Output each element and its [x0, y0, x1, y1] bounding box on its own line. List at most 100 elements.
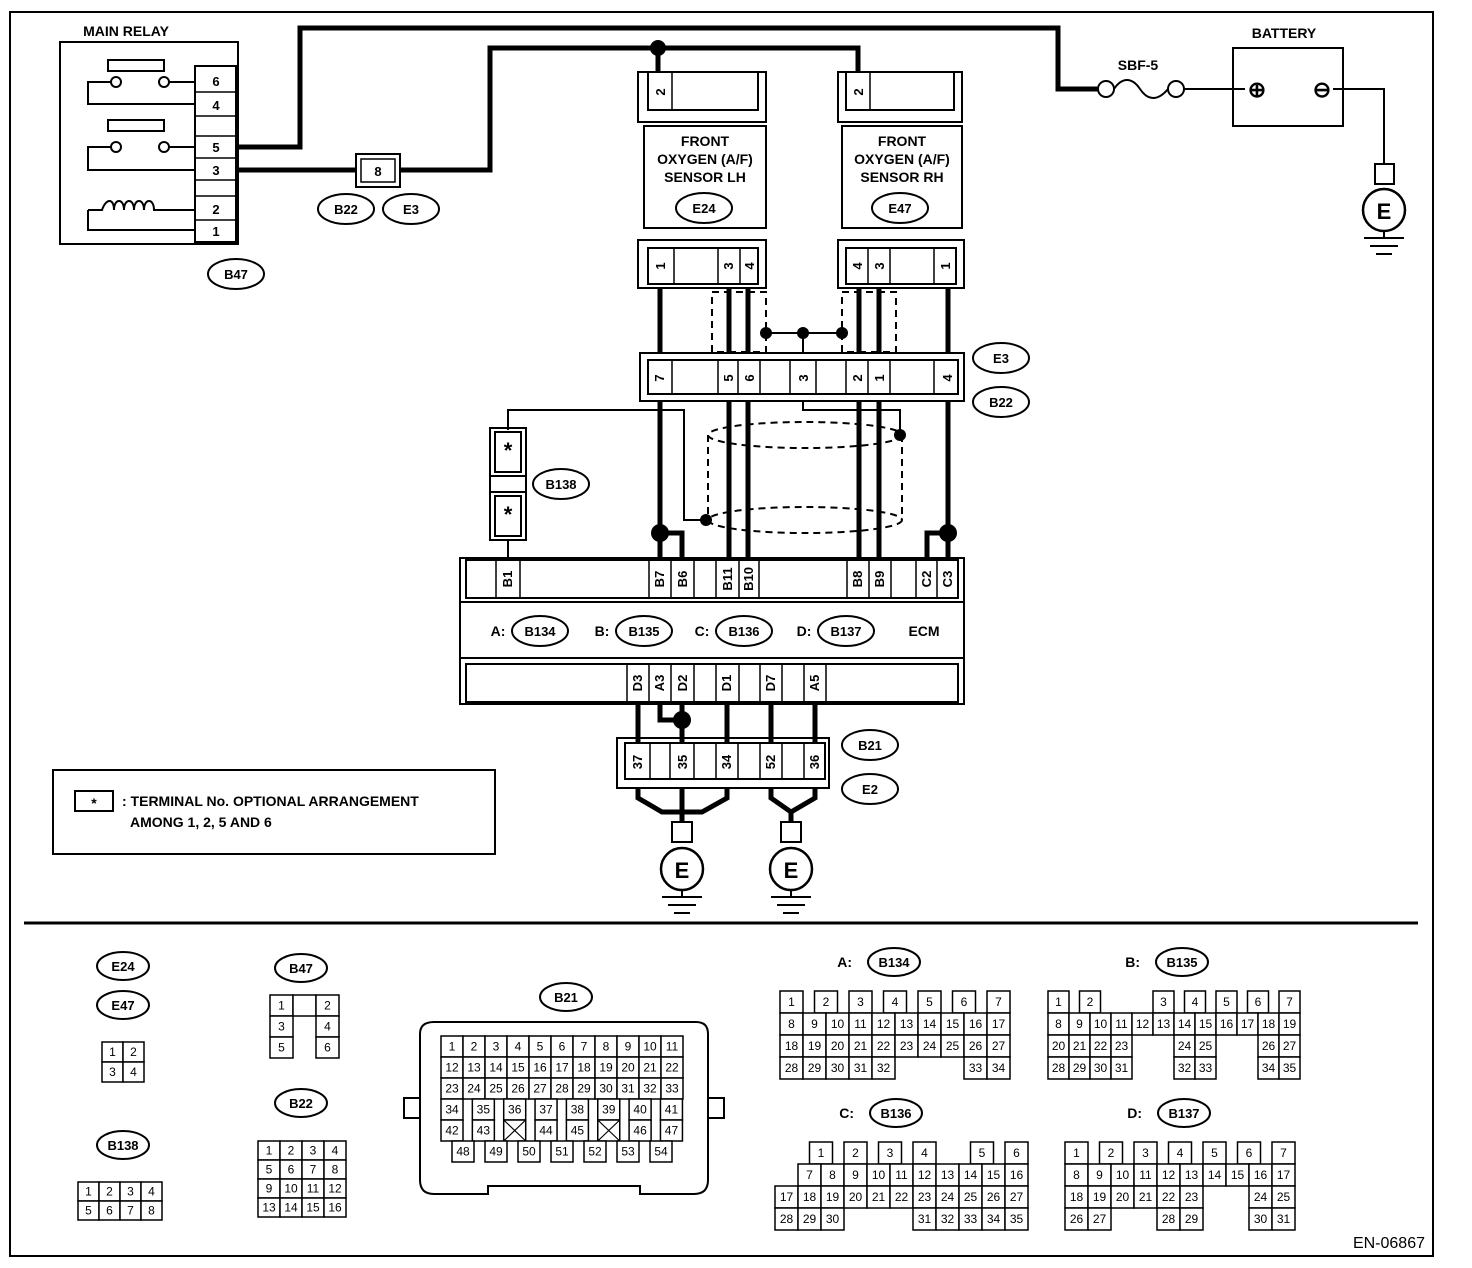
- terminal-number: 12: [445, 1061, 459, 1075]
- terminal-number: 10: [1116, 1168, 1130, 1182]
- terminal-number: 16: [969, 1017, 983, 1031]
- ground-icon: E: [1377, 199, 1392, 224]
- terminal-number: 8: [148, 1204, 155, 1218]
- terminal-number: 14: [1178, 1017, 1192, 1031]
- ecm-top-pin: B11: [720, 567, 735, 590]
- terminal-number: 10: [872, 1168, 886, 1182]
- terminal-cell: [323, 1197, 347, 1218]
- view-prefix-b136: C:: [839, 1105, 854, 1121]
- terminal-number: 2: [823, 995, 830, 1009]
- terminal-number: 11: [1139, 1168, 1152, 1182]
- terminal-number: 5: [979, 1146, 986, 1160]
- view-code-b134: B134: [878, 955, 910, 970]
- terminal-number: 17: [780, 1190, 794, 1204]
- terminal-number: 1: [278, 999, 285, 1013]
- ecm-top-pin: B1: [500, 571, 515, 588]
- terminal-number: 13: [262, 1201, 276, 1215]
- relay-pin-label: 6: [212, 74, 219, 89]
- terminal-number: 48: [456, 1145, 470, 1159]
- terminal-number: 2: [1108, 1146, 1115, 1160]
- terminal-number: 25: [1277, 1190, 1291, 1204]
- terminal-number: 1: [85, 1185, 92, 1199]
- terminal-number: 3: [127, 1185, 134, 1199]
- terminal-number: 29: [803, 1212, 817, 1226]
- terminal-number: 26: [1070, 1212, 1084, 1226]
- sensor-rh-top-pin: 2: [851, 88, 866, 95]
- terminal-number: 20: [849, 1190, 863, 1204]
- blank-terminal: [597, 1119, 621, 1142]
- terminal-cell: [1087, 1207, 1112, 1231]
- terminal-number: 24: [923, 1039, 937, 1053]
- terminal-number: 14: [489, 1061, 503, 1075]
- terminal-number: 32: [643, 1082, 657, 1096]
- terminal-number: 24: [1254, 1190, 1268, 1204]
- terminal-number: 36: [508, 1103, 522, 1117]
- terminal-number: 11: [307, 1182, 320, 1196]
- relay-connector-code: B47: [224, 267, 248, 282]
- terminal-number: 11: [854, 1017, 867, 1031]
- terminal-number: 35: [1010, 1212, 1024, 1226]
- terminal-number: 2: [471, 1040, 478, 1054]
- terminal-number: 53: [621, 1145, 635, 1159]
- terminal-number: 12: [1136, 1017, 1150, 1031]
- terminal-number: 14: [923, 1017, 937, 1031]
- ground-wires: [635, 702, 818, 742]
- e2-code: E2: [862, 782, 878, 797]
- joint-code-b22: B22: [334, 202, 358, 217]
- terminal-number: 35: [477, 1103, 491, 1117]
- terminal-number: 26: [987, 1190, 1001, 1204]
- terminal-number: 37: [539, 1103, 553, 1117]
- sensor-lh-pin: 1: [653, 262, 668, 269]
- terminal-cell: [628, 1119, 652, 1142]
- ecm-bottom-pin: A3: [652, 675, 667, 692]
- view-code-b21: B21: [554, 990, 578, 1005]
- terminal-number: 2: [1087, 995, 1094, 1009]
- battery: BATTERY ⊕ ⊖: [1232, 25, 1344, 127]
- terminal-number: 14: [964, 1168, 978, 1182]
- mid-pin: 6: [742, 374, 757, 381]
- terminal-number: 31: [918, 1212, 932, 1226]
- b21-pin: 36: [807, 755, 822, 769]
- terminal-number: 31: [854, 1061, 868, 1075]
- terminal-number: 33: [969, 1061, 983, 1075]
- b21-pin: 35: [675, 755, 690, 769]
- fuse-sbf5: SBF-5: [1097, 57, 1185, 99]
- terminal-number: 30: [1254, 1212, 1268, 1226]
- terminal-number: 41: [665, 1103, 679, 1117]
- view-code-b47: B47: [289, 961, 313, 976]
- ecm-connector-prefix: D:: [797, 623, 812, 639]
- terminal-number: 25: [1199, 1039, 1213, 1053]
- terminal-number: 22: [1162, 1190, 1176, 1204]
- terminal-number: 23: [445, 1082, 459, 1096]
- terminal-number: 16: [533, 1061, 547, 1075]
- terminal-number: 20: [831, 1039, 845, 1053]
- terminal-number: 27: [533, 1082, 547, 1096]
- terminal-number: 2: [106, 1185, 113, 1199]
- terminal-number: 29: [577, 1082, 591, 1096]
- ecm-bottom-pin: D1: [719, 675, 734, 692]
- terminal-number: 46: [633, 1124, 647, 1138]
- fuse-label: SBF-5: [1118, 57, 1159, 73]
- terminal-number: 5: [926, 995, 933, 1009]
- terminal-number: 6: [324, 1041, 331, 1055]
- terminal-cell: [1110, 1056, 1133, 1080]
- terminal-number: 5: [278, 1041, 285, 1055]
- relay-pin-label: 1: [212, 224, 219, 239]
- terminal-number: 15: [946, 1017, 960, 1031]
- joint-connector-8: 8 B22 E3: [317, 153, 440, 225]
- terminal-number: 6: [559, 1040, 566, 1054]
- terminal-number: 2: [852, 1146, 859, 1160]
- legend-line-2: AMONG 1, 2, 5 AND 6: [130, 814, 272, 830]
- mid-pin: 4: [940, 374, 955, 382]
- terminal-cell: [451, 1140, 475, 1163]
- splice-dot: [673, 711, 691, 729]
- terminal-cell: [471, 1119, 496, 1142]
- terminal-number: 4: [130, 1065, 137, 1079]
- terminal-number: 1: [266, 1144, 273, 1158]
- terminal-number: 11: [895, 1168, 908, 1182]
- terminal-number: 20: [1116, 1190, 1130, 1204]
- joint-code-e3: E3: [403, 202, 419, 217]
